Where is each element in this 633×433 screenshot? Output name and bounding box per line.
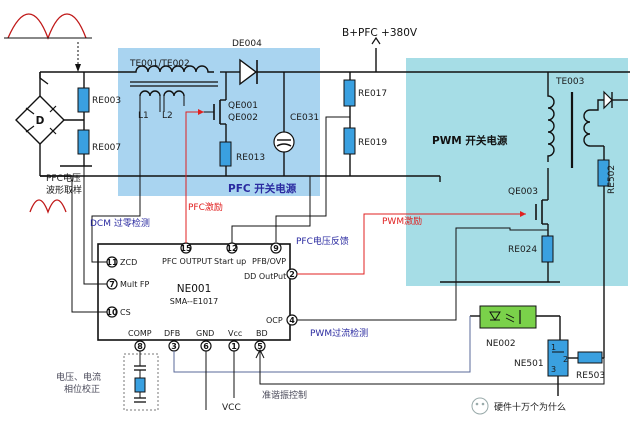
pwm-ocp-label: PWM过流检测 bbox=[310, 327, 368, 339]
optocoupler-ne002 bbox=[479, 305, 537, 329]
resistor-re003 bbox=[77, 87, 90, 113]
svg-text:2: 2 bbox=[563, 355, 568, 364]
vcc-label: VCC bbox=[222, 403, 241, 413]
svg-text:10: 10 bbox=[106, 308, 118, 317]
pin-6: 6 GND bbox=[196, 329, 214, 352]
svg-text:Mult FP: Mult FP bbox=[120, 280, 149, 289]
svg-text:8: 8 bbox=[137, 342, 143, 351]
ne002-label: NE002 bbox=[486, 339, 516, 349]
svg-text:7: 7 bbox=[109, 280, 115, 289]
bridge-rectifier: D bbox=[15, 95, 65, 145]
re017-label: RE017 bbox=[358, 89, 387, 99]
ic-ne001: NE001 SMA--E1017 bbox=[97, 243, 291, 341]
svg-text:1: 1 bbox=[231, 342, 237, 351]
svg-text:3: 3 bbox=[551, 365, 556, 374]
svg-text:11: 11 bbox=[106, 258, 118, 267]
resistor-re019 bbox=[343, 127, 356, 155]
svg-text:OCP: OCP bbox=[266, 316, 283, 325]
pfc-block-label: PFC 开关电源 bbox=[228, 182, 297, 195]
svg-text:6: 6 bbox=[203, 342, 209, 351]
phase-correction-box bbox=[123, 353, 159, 411]
transformer-primary bbox=[130, 65, 214, 73]
qe002-label: QE002 bbox=[228, 113, 258, 123]
capacitor-ce031 bbox=[273, 131, 295, 153]
svg-text:ZCD: ZCD bbox=[120, 258, 137, 267]
watermark-text: 硬件十万个为什么 bbox=[494, 401, 566, 413]
quasi-label: 准谐振控制 bbox=[262, 389, 307, 401]
de004-label: DE004 bbox=[232, 39, 262, 49]
pwm-block bbox=[406, 58, 628, 286]
pin-4: 4 OCP bbox=[266, 314, 298, 326]
re502-label: RE502 bbox=[607, 165, 617, 194]
ic-part-label: SMA--E1017 bbox=[170, 297, 218, 306]
svg-text:3: 3 bbox=[171, 342, 177, 351]
svg-text:Vcc: Vcc bbox=[228, 329, 242, 338]
re024-label: RE024 bbox=[508, 245, 537, 255]
qe003-label: QE003 bbox=[508, 187, 538, 197]
re007-label: RE007 bbox=[92, 143, 121, 153]
pfc-drive-label: PFC激励 bbox=[188, 201, 223, 213]
bridge-label: D bbox=[36, 115, 45, 127]
pin-11: 11 ZCD bbox=[106, 256, 137, 268]
svg-text:PFC OUTPUT: PFC OUTPUT bbox=[162, 257, 212, 266]
svg-text:5: 5 bbox=[257, 342, 263, 351]
l2-label: L2 bbox=[162, 111, 173, 121]
pwm-block-label: PWM 开关电源 bbox=[432, 134, 508, 147]
resistor-re013 bbox=[219, 141, 232, 167]
transformer-te003-primary bbox=[547, 90, 555, 162]
phase-label-2: 相位校正 bbox=[64, 383, 100, 395]
svg-text:DD OutPut: DD OutPut bbox=[244, 272, 286, 281]
svg-text:DFB: DFB bbox=[164, 329, 180, 338]
pfc-feedback-label: PFC电压反馈 bbox=[296, 235, 349, 247]
phase-label-1: 电压、电流 bbox=[56, 371, 101, 383]
svg-text:BD: BD bbox=[256, 329, 268, 338]
resistor-re503 bbox=[577, 351, 603, 364]
svg-text:Start up: Start up bbox=[214, 257, 246, 266]
input-sine-wave bbox=[7, 13, 87, 40]
svg-text:COMP: COMP bbox=[128, 329, 152, 338]
resistor-re007 bbox=[77, 129, 90, 155]
re503-label: RE503 bbox=[576, 371, 605, 381]
l1-label: L1 bbox=[138, 111, 149, 121]
ic-name-label: NE001 bbox=[177, 283, 212, 295]
pin-15: 15 PFC OUTPUT bbox=[162, 242, 212, 266]
re003-label: RE003 bbox=[92, 96, 121, 106]
te001-label: TE001/TE002 bbox=[129, 59, 190, 69]
svg-text:CS: CS bbox=[120, 308, 131, 317]
svg-text:12: 12 bbox=[226, 244, 237, 253]
svg-text:PFB/OVP: PFB/OVP bbox=[252, 257, 286, 266]
svg-text:1: 1 bbox=[551, 343, 556, 352]
rectified-wave bbox=[29, 199, 67, 214]
pin-9: 9 PFB/OVP bbox=[252, 242, 286, 266]
resistor-re017 bbox=[343, 79, 356, 107]
watermark: 硬件十万个为什么 bbox=[471, 397, 566, 415]
svg-text:9: 9 bbox=[273, 244, 279, 253]
ce031-label: CE031 bbox=[290, 113, 319, 123]
dcm-label: DCM 过零检测 bbox=[90, 217, 150, 229]
te003-label: TE003 bbox=[555, 77, 584, 87]
svg-text:2: 2 bbox=[289, 270, 295, 279]
pwm-drive-label: PWM激励 bbox=[382, 215, 422, 227]
pfc-sample-label-2: 波形取样 bbox=[46, 184, 82, 196]
svg-text:15: 15 bbox=[180, 244, 192, 253]
pfc-sample-label: PFC电压 bbox=[46, 172, 81, 184]
qe001-label: QE001 bbox=[228, 101, 258, 111]
re019-label: RE019 bbox=[358, 138, 387, 148]
ne501-label: NE501 bbox=[514, 359, 544, 369]
resistor-re024 bbox=[541, 235, 554, 263]
re013-label: RE013 bbox=[236, 153, 265, 163]
svg-text:4: 4 bbox=[289, 316, 295, 325]
svg-text:GND: GND bbox=[196, 329, 214, 338]
pin-7: 7 Mult FP bbox=[106, 278, 149, 290]
bplus-label: B+PFC +380V bbox=[342, 27, 418, 39]
pin-12: 12 Start up bbox=[214, 242, 246, 266]
